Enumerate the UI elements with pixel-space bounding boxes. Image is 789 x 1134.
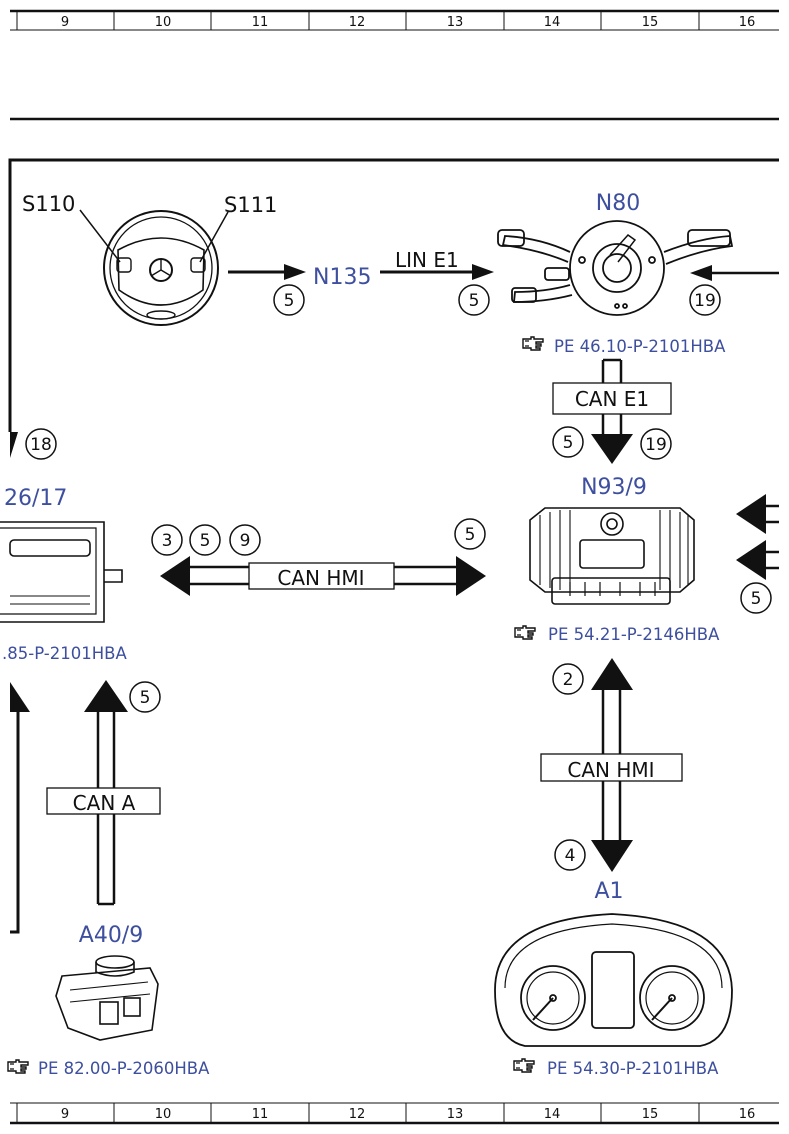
ruler-top-col-15: 15 — [642, 15, 659, 30]
bus-can-hmi-horizontal: CAN HMI — [277, 566, 364, 590]
bus-lin-e1: LIN E1 — [395, 248, 459, 272]
marker-hmi-right: 5 — [465, 525, 476, 545]
label-a40-9: A40/9 — [79, 923, 143, 948]
ruler-top-col-13: 13 — [447, 15, 464, 30]
steering-wheel-illustration — [79, 209, 229, 326]
pointing-hand-icon — [7, 1059, 29, 1074]
ref-a1[interactable]: PE 54.30-P-2101HBA — [547, 1059, 719, 1078]
a1-instrument-cluster-illustration — [494, 913, 733, 1047]
label-a26-17: 26/17 — [4, 486, 67, 511]
label-n93-9: N93/9 — [581, 475, 647, 500]
marker-18: 18 — [30, 435, 52, 455]
ruler-bottom-col-11: 11 — [252, 1107, 269, 1122]
marker-n93-right: 5 — [751, 589, 762, 609]
bus-can-a: CAN A — [73, 791, 136, 815]
ruler-bottom-col-9: 9 — [61, 1107, 69, 1122]
marker-hmi-5: 5 — [200, 531, 211, 551]
marker-n135: 5 — [284, 291, 295, 311]
ruler-top: 9 10 11 12 13 14 15 16 — [10, 9, 779, 31]
label-a1: A1 — [594, 879, 623, 904]
ruler-top-col-16: 16 — [739, 15, 756, 30]
ref-a40-9[interactable]: PE 82.00-P-2060HBA — [38, 1059, 210, 1078]
label-s111: S111 — [224, 193, 277, 217]
diagram-frame — [8, 158, 779, 432]
pointing-hand-icon — [513, 1058, 535, 1073]
n93-9-module-illustration — [529, 507, 695, 605]
pointing-hand-icon — [522, 336, 544, 351]
ref-n80[interactable]: PE 46.10-P-2101HBA — [554, 337, 726, 356]
ruler-top-col-10: 10 — [155, 15, 172, 30]
marker-can-a: 5 — [140, 688, 151, 708]
marker-4: 4 — [565, 846, 576, 866]
ref-n93-9[interactable]: PE 54.21-P-2146HBA — [548, 625, 720, 644]
marker-lin: 5 — [469, 291, 480, 311]
marker-2: 2 — [563, 670, 574, 690]
a40-9-module-illustration — [55, 955, 159, 1041]
label-n135: N135 — [313, 265, 371, 290]
ruler-bottom-col-10: 10 — [155, 1107, 172, 1122]
n80-module-illustration — [497, 220, 734, 316]
ruler-bottom-col-12: 12 — [349, 1107, 366, 1122]
label-n80: N80 — [596, 191, 640, 216]
pointing-hand-icon — [514, 625, 536, 640]
label-s110: S110 — [22, 192, 75, 216]
marker-hmi-3: 3 — [162, 531, 173, 551]
ruler-bottom-col-15: 15 — [642, 1107, 659, 1122]
ruler-bottom-col-13: 13 — [447, 1107, 464, 1122]
ruler-bottom: 9 10 11 12 13 14 15 16 — [10, 1102, 779, 1125]
ruler-bottom-col-16: 16 — [739, 1107, 756, 1122]
a26-17-module-illustration — [0, 521, 123, 623]
ruler-top-col-9: 9 — [61, 15, 69, 30]
ruler-bottom-col-14: 14 — [544, 1107, 561, 1122]
ref-a26-17[interactable]: .85-P-2101HBA — [2, 644, 127, 663]
ruler-top-col-11: 11 — [252, 15, 269, 30]
ruler-top-col-12: 12 — [349, 15, 366, 30]
bus-can-e1: CAN E1 — [575, 387, 649, 411]
marker-can-e1-left: 5 — [563, 433, 574, 453]
marker-hmi-9: 9 — [240, 531, 251, 551]
ruler-top-col-14: 14 — [544, 15, 561, 30]
bus-can-hmi-vertical: CAN HMI — [567, 758, 654, 782]
marker-n80-right: 19 — [694, 291, 716, 311]
marker-can-e1-right: 19 — [645, 435, 667, 455]
